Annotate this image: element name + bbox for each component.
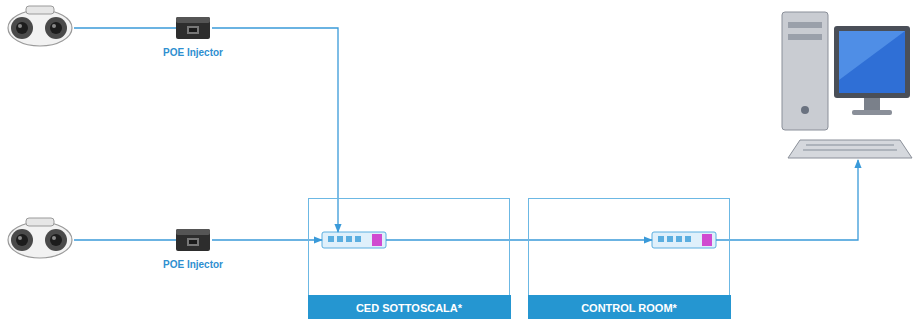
injector-node: POE Injector [160,15,226,59]
device-label: POE Injector [160,259,226,271]
network-cable [386,239,652,240]
room-box: CONTROL ROOM* [528,198,730,318]
device-label: POE Injector [160,47,226,59]
camera-cable [74,239,176,240]
room-label: CED SOTTOSCALA* [356,302,462,314]
network-switch [322,232,386,248]
room-band: CONTROL ROOM* [528,295,731,319]
camera-cable [74,27,176,28]
injector-node: POE Injector [160,227,226,271]
workstation [782,12,912,158]
network-cable [212,239,322,240]
pc-cable [716,160,858,240]
room-band: CED SOTTOSCALA* [308,295,511,319]
network-switch [652,232,716,248]
ip-camera [8,218,72,258]
network-cable [212,28,338,232]
room-label: CONTROL ROOM* [581,302,677,314]
room-box: CED SOTTOSCALA* [308,198,510,318]
ip-camera [8,6,72,46]
poe-injector-icon [176,229,210,251]
poe-injector-icon [176,17,210,39]
